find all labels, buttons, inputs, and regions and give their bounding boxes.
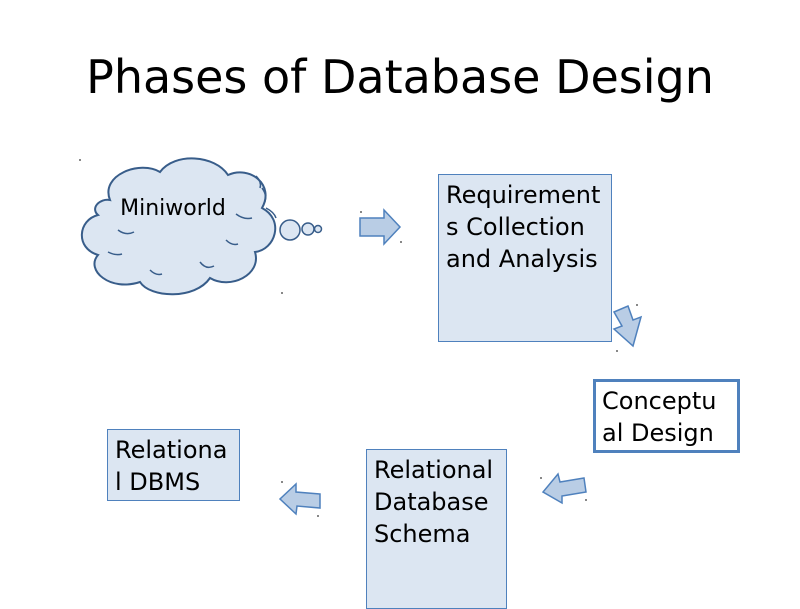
page-title: Phases of Database Design bbox=[86, 50, 714, 104]
speck-marks bbox=[79, 159, 638, 517]
thought-bubble-large bbox=[279, 219, 301, 241]
arrow-left-icon bbox=[541, 472, 587, 505]
miniworld-label: Miniworld bbox=[120, 196, 226, 221]
thought-bubble-small bbox=[313, 224, 323, 234]
miniworld-cloud bbox=[80, 157, 277, 296]
thought-bubble-medium bbox=[301, 222, 315, 236]
requirements-box: Requirements Collection and Analysis bbox=[438, 174, 612, 342]
cloud-detail-strokes bbox=[107, 213, 253, 276]
relational-schema-box: Relational Database Schema bbox=[366, 449, 507, 609]
relational-dbms-box: Relational DBMS bbox=[107, 429, 240, 501]
arrow-right-icon bbox=[359, 208, 402, 246]
arrow-left-dbms-icon bbox=[278, 482, 321, 516]
conceptual-design-box: Conceptual Design bbox=[593, 379, 740, 453]
arrow-down-icon bbox=[612, 304, 643, 348]
cloud-edge-strokes bbox=[255, 175, 277, 219]
